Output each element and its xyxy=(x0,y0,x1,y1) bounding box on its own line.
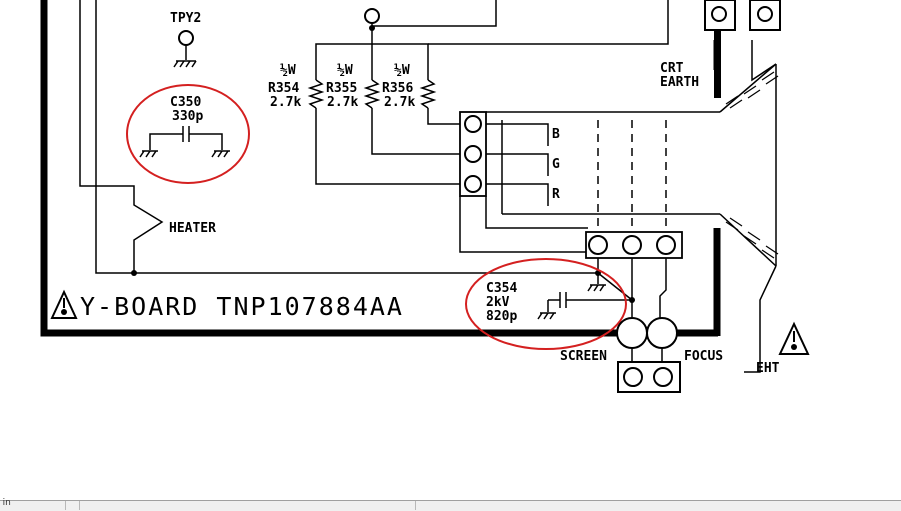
c354-value: 820p xyxy=(486,309,517,324)
grid-dashed-lines xyxy=(597,120,667,236)
r355-power: ½W xyxy=(337,63,353,78)
heater-label: HEATER xyxy=(169,221,216,236)
screen-label: SCREEN xyxy=(560,349,607,364)
status-bar: 11.69 in xyxy=(0,498,901,511)
r354-name: R354 xyxy=(268,81,299,96)
terminal-block-pins xyxy=(623,367,673,387)
eht-label: EHT xyxy=(756,361,780,376)
zoom-readout: 11.69 in xyxy=(0,498,11,508)
c354-voltage: 2kV xyxy=(486,295,510,310)
board-name-label: Y-BOARD TNP107884AA xyxy=(80,292,404,321)
crt-socket-pins xyxy=(588,235,676,255)
crt-earth-bar xyxy=(714,28,721,98)
resistor-r355: ½W R355 2.7k xyxy=(326,63,358,110)
testpoint-tpy1 xyxy=(364,8,380,24)
c354-capacitor-symbol xyxy=(537,292,567,320)
c350-value: 330p xyxy=(172,109,203,124)
warning-triangle-icon xyxy=(50,289,78,319)
r354-power: ½W xyxy=(280,63,296,78)
label-b: B xyxy=(552,127,560,142)
r356-name: R356 xyxy=(382,81,413,96)
status-segment xyxy=(66,501,80,510)
resistor-r354: ½W R354 2.7k xyxy=(268,63,301,110)
ground-symbol xyxy=(587,284,606,292)
focus-label: FOCUS xyxy=(684,349,723,364)
r355-name: R355 xyxy=(326,81,357,96)
status-segment: 11.69 in xyxy=(0,498,66,510)
resistor-r356: ½W R356 2.7k xyxy=(382,63,415,110)
screen-focus-knobs xyxy=(616,317,678,349)
crt-hatching xyxy=(725,71,779,259)
r356-value: 2.7k xyxy=(384,95,415,110)
rgb-connector-pins xyxy=(464,115,482,193)
c354-name: C354 xyxy=(486,281,517,296)
c350-name: C350 xyxy=(170,95,201,110)
c350-highlight-circle xyxy=(126,84,250,184)
status-segment xyxy=(80,501,416,510)
testpoint-tpy2 xyxy=(173,30,197,68)
r354-value: 2.7k xyxy=(270,95,301,110)
crt-earth-label-line1: CRT xyxy=(660,61,684,76)
label-g: G xyxy=(552,157,560,172)
resistor-zigzags xyxy=(307,79,437,109)
r355-value: 2.7k xyxy=(327,95,358,110)
crt-earth-label-line2: EARTH xyxy=(660,75,699,90)
warning-triangle-icon xyxy=(778,321,810,355)
crt-earth-terminals xyxy=(704,0,781,31)
c350-capacitor-symbol xyxy=(139,126,230,158)
label-r: R xyxy=(552,187,560,202)
tpy2-label: TPY2 xyxy=(170,11,201,26)
c354-highlight-circle xyxy=(465,258,627,350)
r356-power: ½W xyxy=(394,63,410,78)
